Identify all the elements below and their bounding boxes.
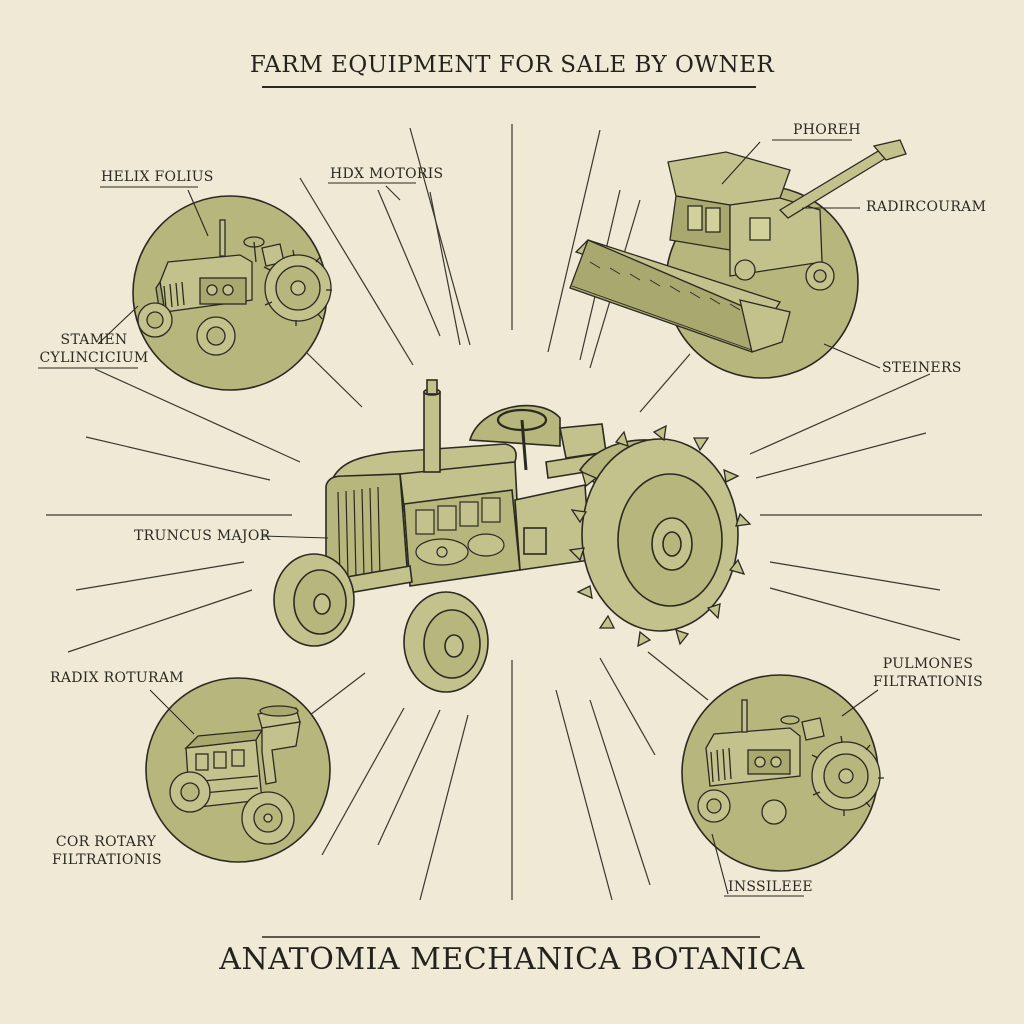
phoreh-vignette	[569, 139, 907, 379]
label-cor-rotary: COR ROTARY	[55, 834, 157, 850]
footer-title: ANATOMIA MECHANICA BOTANICA	[219, 942, 805, 977]
label-truncus-major: TRUNCUS MAJOR	[134, 528, 271, 544]
main-tractor	[273, 379, 752, 693]
label-phoreh: PHOREH	[793, 122, 861, 138]
label-stamen: STAMEN	[60, 332, 128, 348]
label-steiners: STEINERS	[882, 360, 962, 376]
label-filtrationis-left: FILTRATIONIS	[52, 852, 162, 868]
label-cylincicium: CYLINCICIUM	[39, 350, 149, 366]
helix-folius-vignette	[132, 195, 332, 391]
page-title: FARM EQUIPMENT FOR SALE BY OWNER	[249, 52, 775, 78]
label-filtrationis-right: FILTRATIONIS	[873, 674, 983, 690]
label-inssileee: INSSILEEE	[728, 879, 813, 895]
radiating-lines	[46, 124, 982, 901]
radix-roturam-vignette	[145, 677, 331, 863]
leader-lines	[38, 139, 881, 897]
label-pulmones: PULMONES	[882, 656, 974, 672]
label-hdx-motoris: HDX MOTORIS	[330, 166, 444, 182]
pulmones-vignette	[681, 674, 884, 872]
label-radix-roturam: RADIX ROTURAM	[50, 670, 184, 686]
label-radircouram: RADIRCOURAM	[866, 199, 987, 215]
label-helix-folius: HELIX FOLIUS	[101, 169, 214, 185]
